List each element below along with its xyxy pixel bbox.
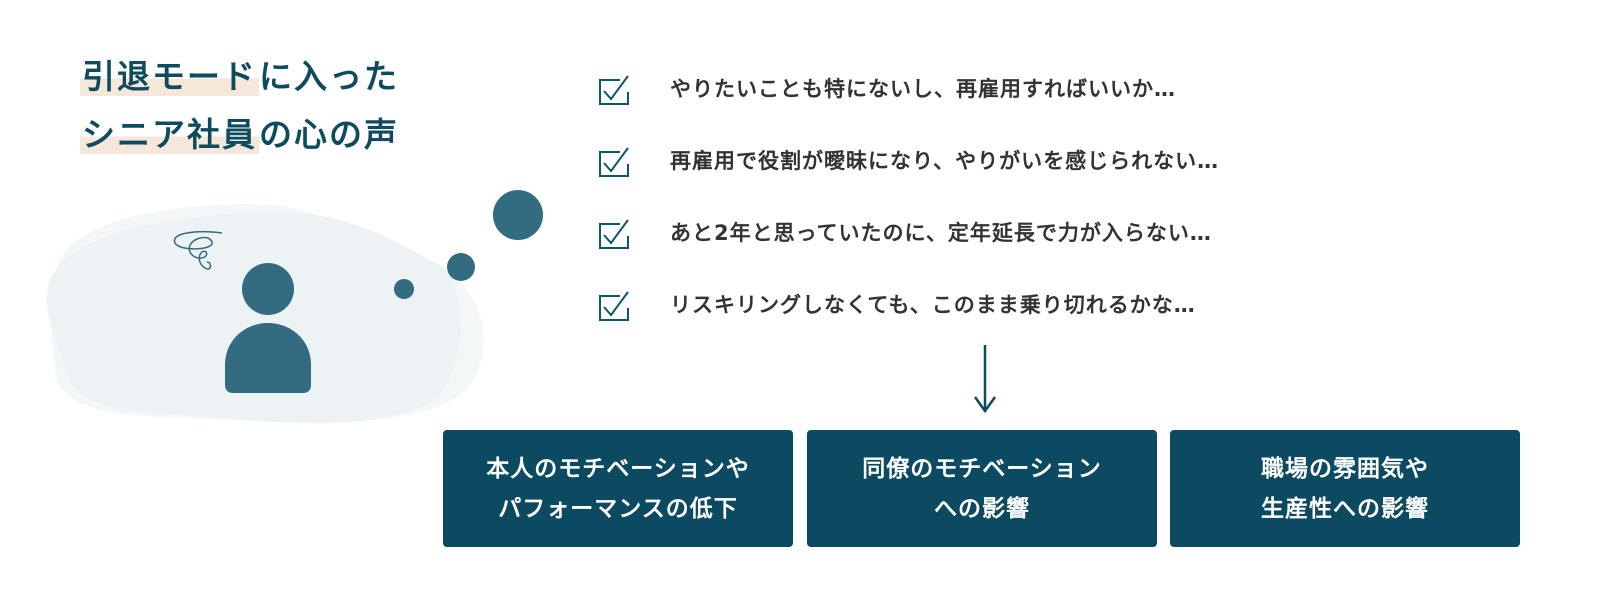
impact-text: への影響: [934, 495, 1030, 522]
title-line-2: シニア社員の心の声: [80, 108, 399, 156]
title-text: の心の声: [259, 115, 399, 154]
impact-box-self: 本人のモチベーションや パフォーマンスの低下: [443, 430, 793, 547]
impact-text: 生産性への影響: [1261, 495, 1429, 522]
background-blob: [46, 211, 461, 424]
thought-text: あと2年と思っていたのに、定年延長で力が入らない…: [670, 221, 1212, 245]
checkbox-checked-icon: [599, 219, 629, 249]
thought-text: 再雇用で役割が曖昧になり、やりがいを感じられない…: [670, 149, 1220, 173]
swirl-icon: [173, 231, 223, 270]
impact-box-workplace: 職場の雰囲気や 生産性への影響: [1170, 430, 1520, 547]
thought-item: 再雇用で役割が曖昧になり、やりがいを感じられない…: [598, 142, 1219, 178]
checkbox-checked-icon: [599, 291, 629, 321]
impact-box-colleagues: 同僚のモチベーション への影響: [807, 430, 1157, 547]
title-line-1: 引退モードに入った: [80, 50, 399, 98]
person-head: [242, 263, 294, 315]
thought-text: リスキリングしなくても、このまま乗り切れるかな…: [670, 293, 1196, 317]
title-highlight: 引退モード: [80, 57, 259, 96]
thought-bubble-small: [394, 279, 414, 299]
thought-bubble-large: [493, 190, 543, 240]
thought-item: やりたいことも特にないし、再雇用すればいいか…: [598, 70, 1176, 106]
arrow-down-icon: [973, 345, 997, 413]
thought-item: あと2年と思っていたのに、定年延長で力が入らない…: [598, 214, 1212, 250]
thought-bubble-medium: [447, 253, 475, 281]
impact-text: 職場の雰囲気や: [1261, 455, 1429, 482]
impact-text: 本人のモチベーションや: [486, 455, 750, 482]
thought-text: やりたいことも特にないし、再雇用すればいいか…: [670, 77, 1176, 101]
checkbox-checked-icon: [599, 147, 629, 177]
worried-person-illustration: [46, 190, 543, 424]
thought-item: リスキリングしなくても、このまま乗り切れるかな…: [598, 286, 1196, 322]
impact-text: パフォーマンスの低下: [498, 495, 738, 522]
person-body: [225, 323, 311, 393]
checkbox-checked-icon: [599, 75, 629, 105]
impact-text: 同僚のモチベーション: [862, 455, 1102, 482]
title-highlight: シニア社員: [80, 115, 259, 154]
title-text: に入った: [259, 57, 399, 96]
